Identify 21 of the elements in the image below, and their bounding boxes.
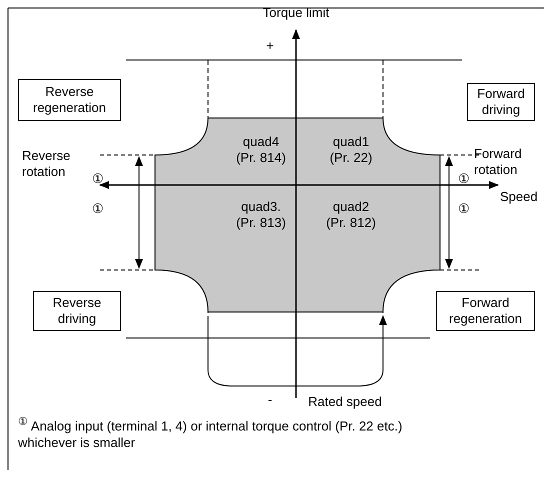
footnote-mark: ① [457, 201, 471, 218]
quadrant-box: Reverse regeneration [18, 79, 121, 121]
quadrant-box: Reverse driving [33, 291, 121, 331]
sign-mark: - [266, 392, 274, 408]
quadrant-label: quad1 (Pr. 22) [328, 134, 374, 166]
footnote-mark: ① [457, 171, 471, 188]
rotation-label: Forward rotation [474, 146, 523, 178]
quadrant-label: quad3. (Pr. 813) [235, 199, 287, 232]
operating-region [154, 118, 440, 312]
rotation-label: Reverse rotation [22, 148, 72, 180]
footnote-mark: ① [91, 171, 105, 188]
sign-mark: + [265, 38, 275, 54]
footnote-mark: ① [91, 201, 105, 218]
quadrant-box: Forward driving [467, 83, 535, 121]
quadrant-label: quad2 (Pr. 812) [325, 199, 377, 232]
footnote: $^{①}$ Analog input (terminal 1, 4) or internal torque control (Pr. 22 etc.) whichever is smaller [18, 416, 404, 451]
axis-title: Speed [500, 189, 539, 206]
quadrant-box: Forward regeneration [436, 291, 535, 331]
axis-title: Rated speed [307, 394, 383, 410]
axis-title: Torque limit [262, 5, 330, 22]
quadrant-label: quad4 (Pr. 814) [235, 134, 287, 166]
